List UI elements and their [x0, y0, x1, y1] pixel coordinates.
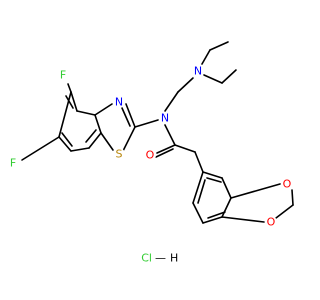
- bond-line: [206, 177, 222, 183]
- bond-line: [67, 83, 72, 93]
- bond-line: [197, 179, 206, 204]
- bond-line: [202, 216, 223, 224]
- salt-h-label: H: [170, 252, 178, 265]
- molecule-structure-diagram: F F N S N N O O: [7, 41, 294, 265]
- bond-line: [164, 91, 179, 112]
- salt-cl-label: Cl: [141, 252, 152, 265]
- bond-line: [192, 202, 204, 224]
- bond-line: [125, 103, 136, 128]
- hydrochloride-salt-label: Cl — H: [141, 252, 178, 265]
- bond-line: [76, 110, 96, 116]
- bond-line: [134, 119, 159, 128]
- bond-line: [21, 136, 60, 161]
- atom-s-thiazole: S: [113, 148, 125, 161]
- bond-line: [203, 74, 223, 84]
- bond-line: [94, 103, 113, 116]
- bond-line: [94, 114, 102, 134]
- bond-line: [221, 197, 232, 218]
- atom-f-top: F: [57, 69, 69, 82]
- bond-line: [70, 147, 90, 152]
- atom-f-left: F: [7, 157, 19, 170]
- bond-line: [192, 171, 204, 204]
- bond-line: [194, 151, 204, 173]
- bond-line: [58, 91, 72, 138]
- atom-o-carbonyl: O: [144, 149, 156, 162]
- bond-line: [61, 132, 73, 147]
- atom-n-amide: N: [159, 112, 171, 125]
- atom-o-dioxole-lower: O: [265, 216, 277, 229]
- atom-n-amine-label: N: [194, 65, 202, 78]
- bond-line: [156, 144, 176, 154]
- salt-dash-label: —: [155, 252, 166, 265]
- bond-line: [177, 77, 194, 93]
- bond-line: [291, 189, 294, 206]
- bond-line: [155, 148, 174, 158]
- atom-f-top-label: F: [60, 69, 66, 82]
- bond-line: [122, 126, 136, 152]
- bond-line: [202, 171, 223, 179]
- bond-line: [85, 129, 97, 143]
- bond-line: [164, 124, 176, 146]
- bond-line: [209, 41, 229, 51]
- atom-o-dioxole-upper: O: [281, 178, 293, 191]
- atom-o-carbonyl-label: O: [146, 149, 155, 162]
- atom-o-dioxole-lower-label: O: [267, 216, 276, 229]
- bond-line: [65, 95, 74, 109]
- bond-line: [88, 132, 102, 149]
- bond-line: [207, 211, 226, 219]
- bond-lines: [21, 41, 294, 224]
- bond-line: [230, 183, 281, 199]
- atom-n-amine: N: [192, 65, 204, 78]
- bond-line: [70, 91, 78, 112]
- atom-n-thiazole-label: N: [115, 96, 123, 109]
- bond-line: [221, 216, 265, 223]
- atom-n-thiazole: N: [113, 96, 125, 109]
- atom-s-thiazole-label: S: [116, 148, 123, 161]
- bond-line: [275, 204, 294, 219]
- atom-n-amide-label: N: [161, 112, 169, 125]
- bond-line: [121, 107, 131, 127]
- bond-line: [221, 177, 232, 199]
- atom-o-dioxole-upper-label: O: [283, 178, 292, 191]
- bond-line: [174, 144, 196, 153]
- bond-line: [58, 136, 72, 152]
- atom-labels: F F N S N N O O: [7, 65, 293, 229]
- bond-line: [100, 132, 114, 151]
- atom-f-left-label: F: [10, 157, 16, 170]
- bond-line: [201, 49, 211, 65]
- bond-line: [221, 69, 237, 84]
